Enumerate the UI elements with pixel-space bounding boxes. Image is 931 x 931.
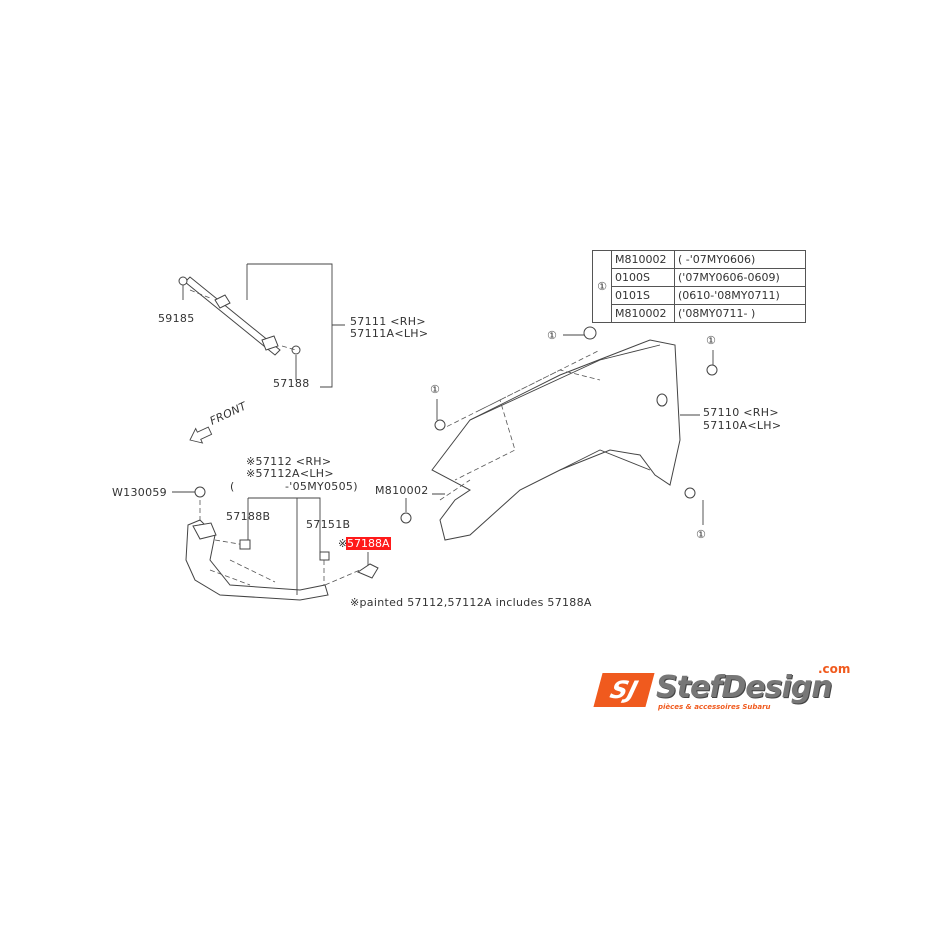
front-arrow-icon <box>189 426 213 444</box>
date-range: ('07MY0606-0609) <box>674 268 806 287</box>
label-57110: 57110 <RH> <box>703 406 779 419</box>
label-m810002: M810002 <box>375 484 429 497</box>
part-number: 0101S <box>611 286 675 305</box>
label-w130059: W130059 <box>112 486 167 499</box>
ref-1-icon: ① <box>696 528 706 541</box>
table-row: M810002 ('08MY0711- ) <box>593 304 806 323</box>
label-57188: 57188 <box>273 377 310 390</box>
table-row: 0100S ('07MY0606-0609) <box>593 268 806 287</box>
footnote: ※painted 57112,57112A includes 57188A <box>350 596 592 609</box>
label-57111a: 57111A<LH> <box>350 327 428 340</box>
ref-1-icon: ① <box>547 329 557 342</box>
stefdesign-logo: SJ StefDesign .com pièces & accessoires … <box>593 662 858 715</box>
fender-57110 <box>400 326 718 541</box>
label-57188b: 57188B <box>226 510 270 523</box>
date-range: ( -'07MY0606) <box>674 250 806 269</box>
label-range-close: -'05MY0505) <box>285 480 358 493</box>
label-57110a: 57110A<LH> <box>703 419 781 432</box>
part-number: M810002 <box>611 304 675 323</box>
ref-1-icon: ① <box>706 334 716 347</box>
asterisk-mark: ※ <box>338 537 348 550</box>
label-57111: 57111 <RH> <box>350 315 426 328</box>
label-57151b: 57151B <box>306 518 350 531</box>
label-front: FRONT <box>208 399 250 428</box>
logo-domain: .com <box>818 662 851 676</box>
date-range: (0610-'08MY0711) <box>674 286 806 305</box>
logo-name: StefDesign <box>656 670 833 705</box>
label-range-open: ( <box>230 480 235 493</box>
logo-mark: SJ <box>593 673 655 707</box>
label-57112a: ※57112A<LH> <box>246 467 334 480</box>
bracket-57111 <box>178 263 345 388</box>
label-57112: ※57112 <RH> <box>246 455 331 468</box>
highlighted-part-57188a[interactable]: 57188A <box>346 537 391 550</box>
label-59185: 59185 <box>158 312 195 325</box>
ref-1-icon: ① <box>592 250 612 323</box>
table-row: ① M810002 ( -'07MY0606) <box>592 250 806 323</box>
part-number: M810002 <box>611 250 675 269</box>
table-row: 0101S (0610-'08MY0711) <box>593 286 806 305</box>
mud-guard-57112 <box>172 486 379 601</box>
ref-1-icon: ① <box>430 383 440 396</box>
date-range: ('08MY0711- ) <box>674 304 806 323</box>
fastener-table: ① M810002 ( -'07MY0606) 0100S ('07MY0606… <box>592 250 806 323</box>
logo-tagline: pièces & accessoires Subaru <box>658 703 771 711</box>
part-number: 0100S <box>611 268 675 287</box>
